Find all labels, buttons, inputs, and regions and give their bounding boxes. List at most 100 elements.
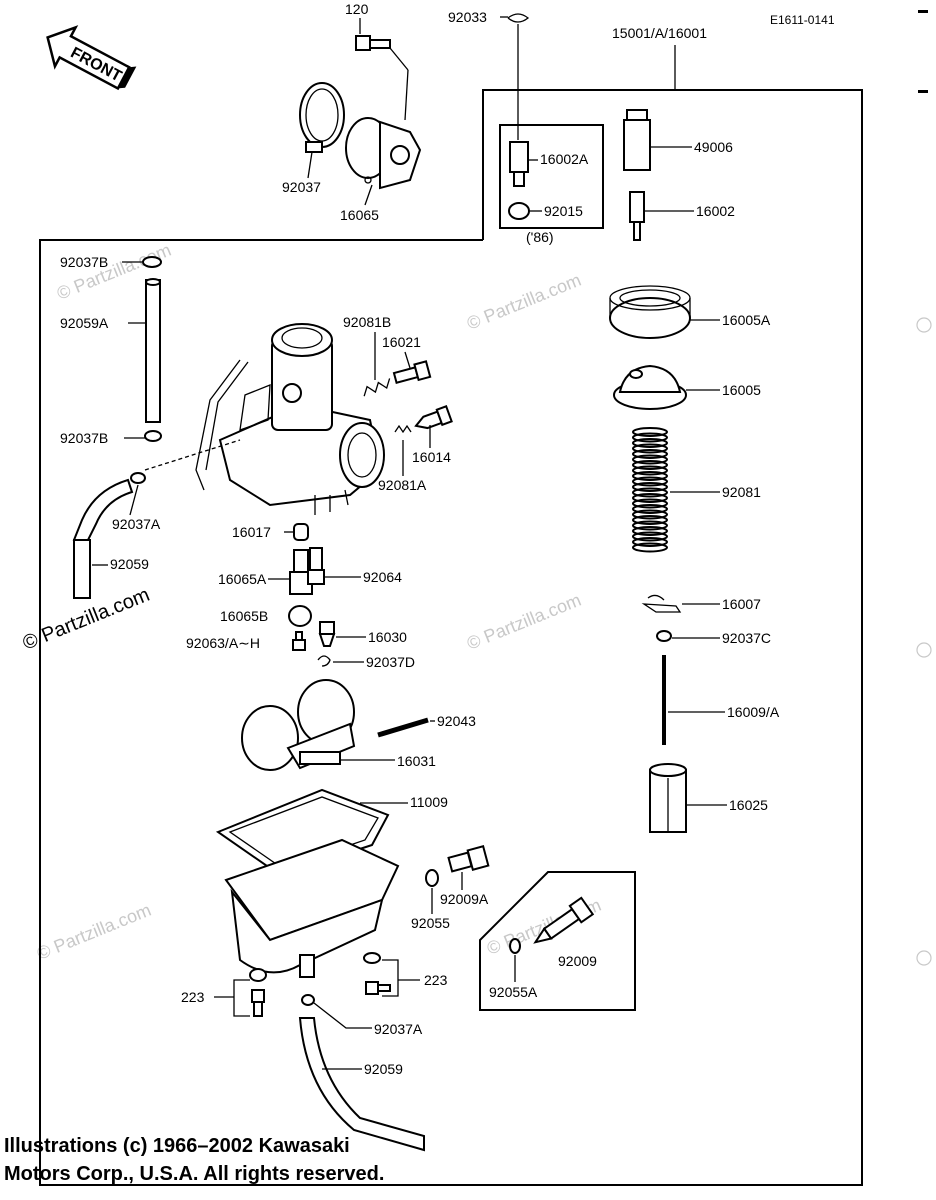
edge-mark: [918, 90, 928, 93]
clip-16007-icon: [641, 603, 682, 613]
watermark-mark: [916, 317, 932, 333]
screw-16021-icon: [392, 360, 432, 384]
washer-92015-icon: [508, 202, 530, 220]
spring-coil: [632, 515, 668, 525]
label-92055a: 92055A: [489, 984, 538, 1000]
spring-coil: [632, 482, 668, 492]
spring-coil: [632, 487, 668, 498]
holder-16065b-icon: [288, 605, 312, 627]
clip-92037d-icon: [317, 655, 331, 667]
throttle-valve-16025-icon: [649, 763, 687, 833]
watermark-mark: [916, 642, 932, 658]
front-arrow-icon: FRONT: [46, 25, 137, 91]
spring-coil: [632, 476, 668, 487]
clip-92037a-upper-icon: [130, 472, 146, 484]
float-valve-16030-icon: [318, 621, 336, 647]
label-92037a-lower: 92037A: [374, 1021, 423, 1037]
spring-coil: [632, 438, 668, 448]
spring-coil: [632, 454, 668, 465]
ring-nut-16005a-icon: [609, 285, 691, 339]
label-11009: 11009: [410, 794, 448, 810]
float-16031-icon: [241, 679, 356, 771]
label-92037a-upper: 92037A: [112, 516, 161, 532]
jet-16002a-icon: [509, 141, 529, 187]
label-16017: 16017: [232, 524, 271, 540]
carburetor-body-icon: [218, 323, 385, 515]
holder-16065-icon: [345, 117, 422, 190]
main-jet-92063-icon: [292, 631, 306, 651]
tube-92059-upper-icon: [72, 478, 134, 546]
pilot-screw-subgroup-frame: [479, 871, 636, 1011]
clip-92033-icon: [507, 13, 530, 23]
label-223-right: 223: [424, 972, 448, 988]
spring-coil: [632, 449, 668, 459]
label-16007: 16007: [722, 596, 761, 612]
label-16065a: 16065A: [218, 571, 267, 587]
watermark-mark: [916, 950, 932, 966]
spring-coil: [632, 542, 668, 553]
label-92033: 92033: [448, 9, 487, 25]
tube-92059-icon: [73, 539, 91, 599]
spring-coil: [632, 493, 668, 503]
spring-coil: [632, 520, 668, 531]
label-92081: 92081: [722, 484, 761, 500]
assembly-ref-label: 15001/A/16001: [612, 25, 707, 41]
pilot-screw-92009-icon: [533, 896, 595, 944]
label-92055: 92055: [411, 915, 450, 931]
washer-92055a-icon: [509, 938, 521, 954]
spring-coil: [632, 460, 668, 470]
label-92037c: 92037C: [722, 630, 771, 646]
tube-92059-lower-icon: [298, 1017, 425, 1152]
spring-coil: [632, 427, 668, 437]
label-16065b: 16065B: [220, 608, 268, 624]
label-16005a: 16005A: [722, 312, 771, 328]
cap-49006-icon: [623, 109, 651, 171]
year-note-label: ('86): [526, 229, 554, 245]
label-16014: 16014: [412, 449, 451, 465]
tube-92059a-icon: [145, 279, 161, 423]
label-92059-lower: 92059: [364, 1061, 403, 1077]
needle-jet-16065a-icon: [289, 549, 313, 595]
spring-coil: [632, 498, 668, 509]
label-92064: 92064: [363, 569, 402, 585]
label-16002: 16002: [696, 203, 735, 219]
diagram-code: E1611-0141: [770, 13, 835, 27]
assembly-frame: [39, 89, 863, 1186]
clip-92037a-lower-icon: [301, 994, 315, 1006]
spring-coil: [632, 504, 668, 514]
label-49006: 49006: [694, 139, 733, 155]
bolt-120-icon: [355, 35, 409, 121]
spring-coil: [632, 531, 668, 542]
label-16021: 16021: [382, 334, 421, 350]
label-92009: 92009: [558, 953, 597, 969]
watermark-text: © Partzilla.com: [464, 590, 584, 654]
screw-16014-icon: [414, 405, 453, 430]
watermark-text: © Partzilla.com: [34, 900, 154, 964]
jet-92064-icon: [307, 547, 325, 585]
spring-coil: [632, 465, 668, 476]
spring-coil: [632, 537, 668, 547]
label-16030: 16030: [368, 629, 407, 645]
label-16002a: 16002A: [540, 151, 589, 167]
clip-92037c-icon: [656, 630, 672, 642]
jet-16002-icon: [629, 191, 645, 241]
clip-92037b-icon: [142, 256, 162, 268]
float-bowl-icon: [224, 838, 400, 978]
spring-coil: [632, 509, 668, 520]
footer-line-2: Motors Corp., U.S.A. All rights reserved…: [4, 1163, 385, 1185]
label-16031: 16031: [397, 753, 436, 769]
pin-92043-icon: [377, 717, 429, 738]
label-92059-upper: 92059: [110, 556, 149, 572]
choke-lever-icon: [195, 359, 241, 491]
spring-coil: [632, 526, 668, 536]
label-92009a: 92009A: [440, 891, 489, 907]
label-16025: 16025: [729, 797, 768, 813]
label-223-left: 223: [181, 989, 205, 1005]
label-16065: 16065: [340, 207, 379, 223]
label-16005: 16005: [722, 382, 761, 398]
clip-92037b-low-icon: [144, 430, 162, 442]
clamp-92037-icon: [299, 82, 345, 153]
label-92081a: 92081A: [378, 477, 427, 493]
label-92015: 92015: [544, 203, 583, 219]
label-92043: 92043: [437, 713, 476, 729]
